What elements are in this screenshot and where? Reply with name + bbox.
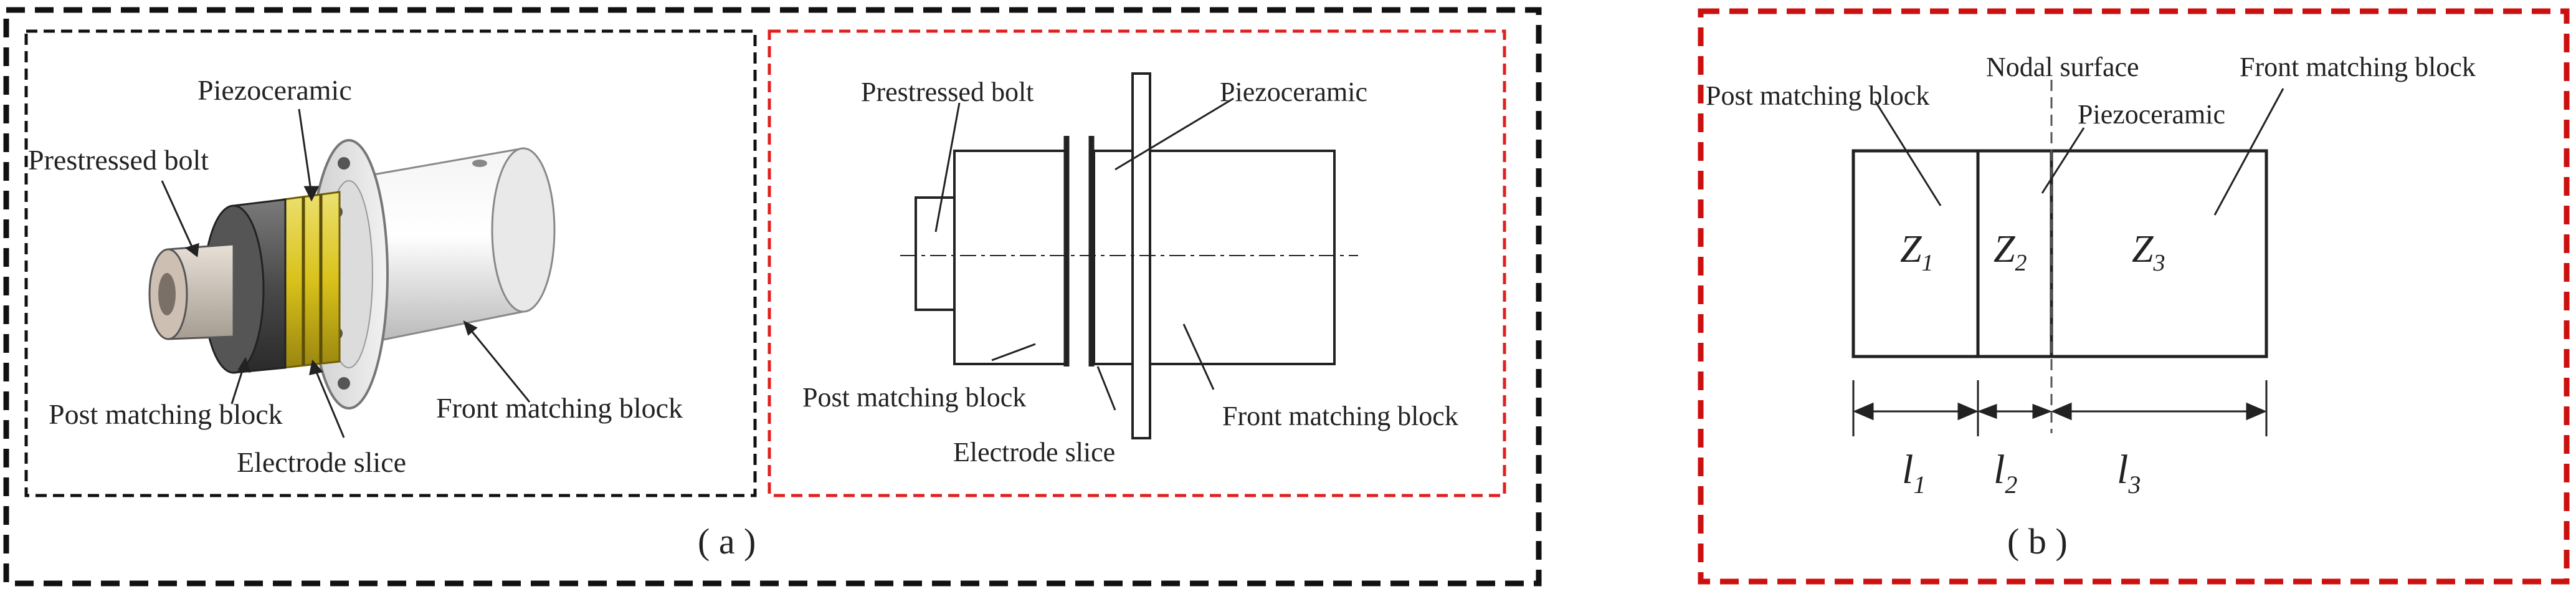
front-block-hole [472, 160, 487, 167]
label-l1: l1 [1902, 447, 1926, 499]
schematic-post-block [953, 150, 1068, 365]
schematic-front-block [1149, 150, 1336, 365]
flange-hole-1 [338, 157, 350, 170]
label-l2: l2 [1994, 447, 2017, 499]
transducer-schematic [900, 72, 1358, 439]
bolt-hex [158, 273, 176, 315]
label-z2: Z2 [1994, 228, 2027, 276]
label-front-matching-block: Front matching block [2240, 52, 2476, 82]
schematic-label-post-matching-block: Post matching block [802, 382, 1026, 413]
render-leaders [161, 108, 531, 438]
render-label-piezoceramic: Piezoceramic [197, 74, 352, 106]
dimension-lines [1852, 380, 2268, 436]
transducer-3d-render [148, 139, 556, 410]
schematic-bolt-head [915, 196, 956, 311]
schematic-label-prestressed-bolt: Prestressed bolt [861, 77, 1034, 107]
piezo-stack [282, 191, 341, 369]
block-z3 [2050, 149, 2268, 358]
render-label-post-matching-block: Post matching block [49, 398, 283, 430]
label-nodal-surface: Nodal surface [1986, 52, 2139, 82]
render-label-front-matching-block: Front matching block [436, 392, 683, 424]
schematic-subpanel: Prestressed bolt Piezoceramic Post match… [768, 29, 1506, 497]
panel-b-caption: ( b ) [2007, 521, 2068, 562]
label-post-matching-block: Post matching block [1706, 80, 1929, 111]
label-l3: l3 [2117, 447, 2141, 499]
schematic-leaders [934, 97, 1234, 411]
panel-b-leaders [1874, 88, 2284, 216]
render-subpanel-border [24, 29, 757, 497]
panel-a-caption: ( a ) [698, 521, 756, 562]
schematic-piezo [1093, 150, 1134, 365]
schematic-label-front-matching-block: Front matching block [1222, 401, 1458, 431]
flange-hole-4 [338, 377, 350, 390]
panel-b-border [1698, 8, 2570, 585]
schematic-label-electrode-slice: Electrode slice [953, 437, 1115, 467]
render-label-electrode-slice: Electrode slice [237, 446, 406, 478]
impedance-model [1851, 149, 2268, 358]
schematic-subpanel-border [768, 29, 1506, 497]
label-z1: Z1 [1900, 228, 1933, 276]
label-piezoceramic: Piezoceramic [2078, 99, 2225, 130]
front-block-end [491, 147, 556, 313]
label-z3: Z3 [2132, 228, 2165, 276]
panel-a-border [3, 7, 1542, 587]
panel-a: Piezoceramic Prestressed bolt Post match… [3, 7, 1542, 587]
render-label-prestressed-bolt: Prestressed bolt [28, 144, 209, 176]
panel-b: Z1 Z2 Z3 l1 l2 l3 Nodal surface Post mat… [1698, 8, 2570, 585]
schematic-label-piezoceramic: Piezoceramic [1220, 77, 1367, 107]
render-subpanel: Piezoceramic Prestressed bolt Post match… [24, 29, 757, 497]
